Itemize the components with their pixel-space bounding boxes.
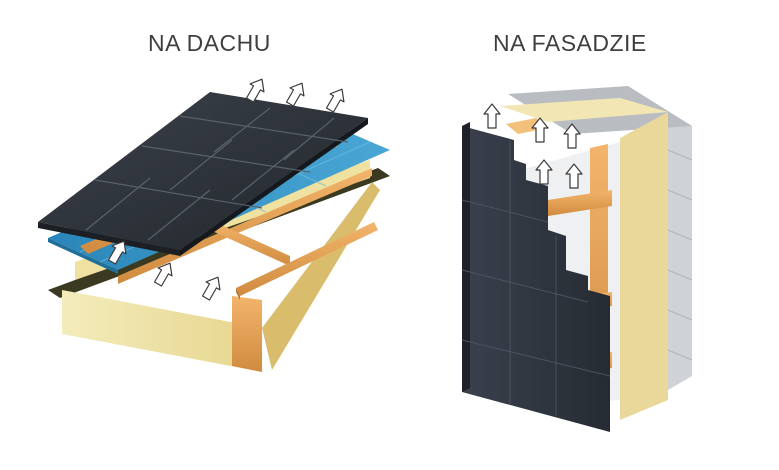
roof-title: NA DACHU	[148, 30, 271, 56]
roof-insulation-side	[262, 182, 380, 370]
facade-diagram	[461, 86, 693, 432]
roof-rafter-end	[232, 296, 262, 372]
arrow-up-icon	[322, 84, 350, 115]
roof-slates	[38, 92, 368, 256]
facade-insulation-top	[500, 98, 668, 122]
roof-insulation-front	[62, 290, 262, 372]
facade-insulation-side	[620, 112, 668, 420]
roof-diagram	[38, 74, 390, 372]
arrow-up-icon	[282, 78, 310, 109]
facade-panel-grid	[461, 140, 611, 416]
arrow-up-icon	[198, 272, 226, 303]
roof-membrane-edge	[48, 238, 118, 274]
facade-panels	[462, 126, 610, 432]
facade-wall-blocks	[667, 149, 693, 361]
facade-wall-side	[668, 112, 692, 390]
arrow-up-icon	[483, 103, 501, 129]
facade-title: NA FASADZIE	[493, 30, 647, 56]
facade-panels-edge	[462, 122, 470, 392]
